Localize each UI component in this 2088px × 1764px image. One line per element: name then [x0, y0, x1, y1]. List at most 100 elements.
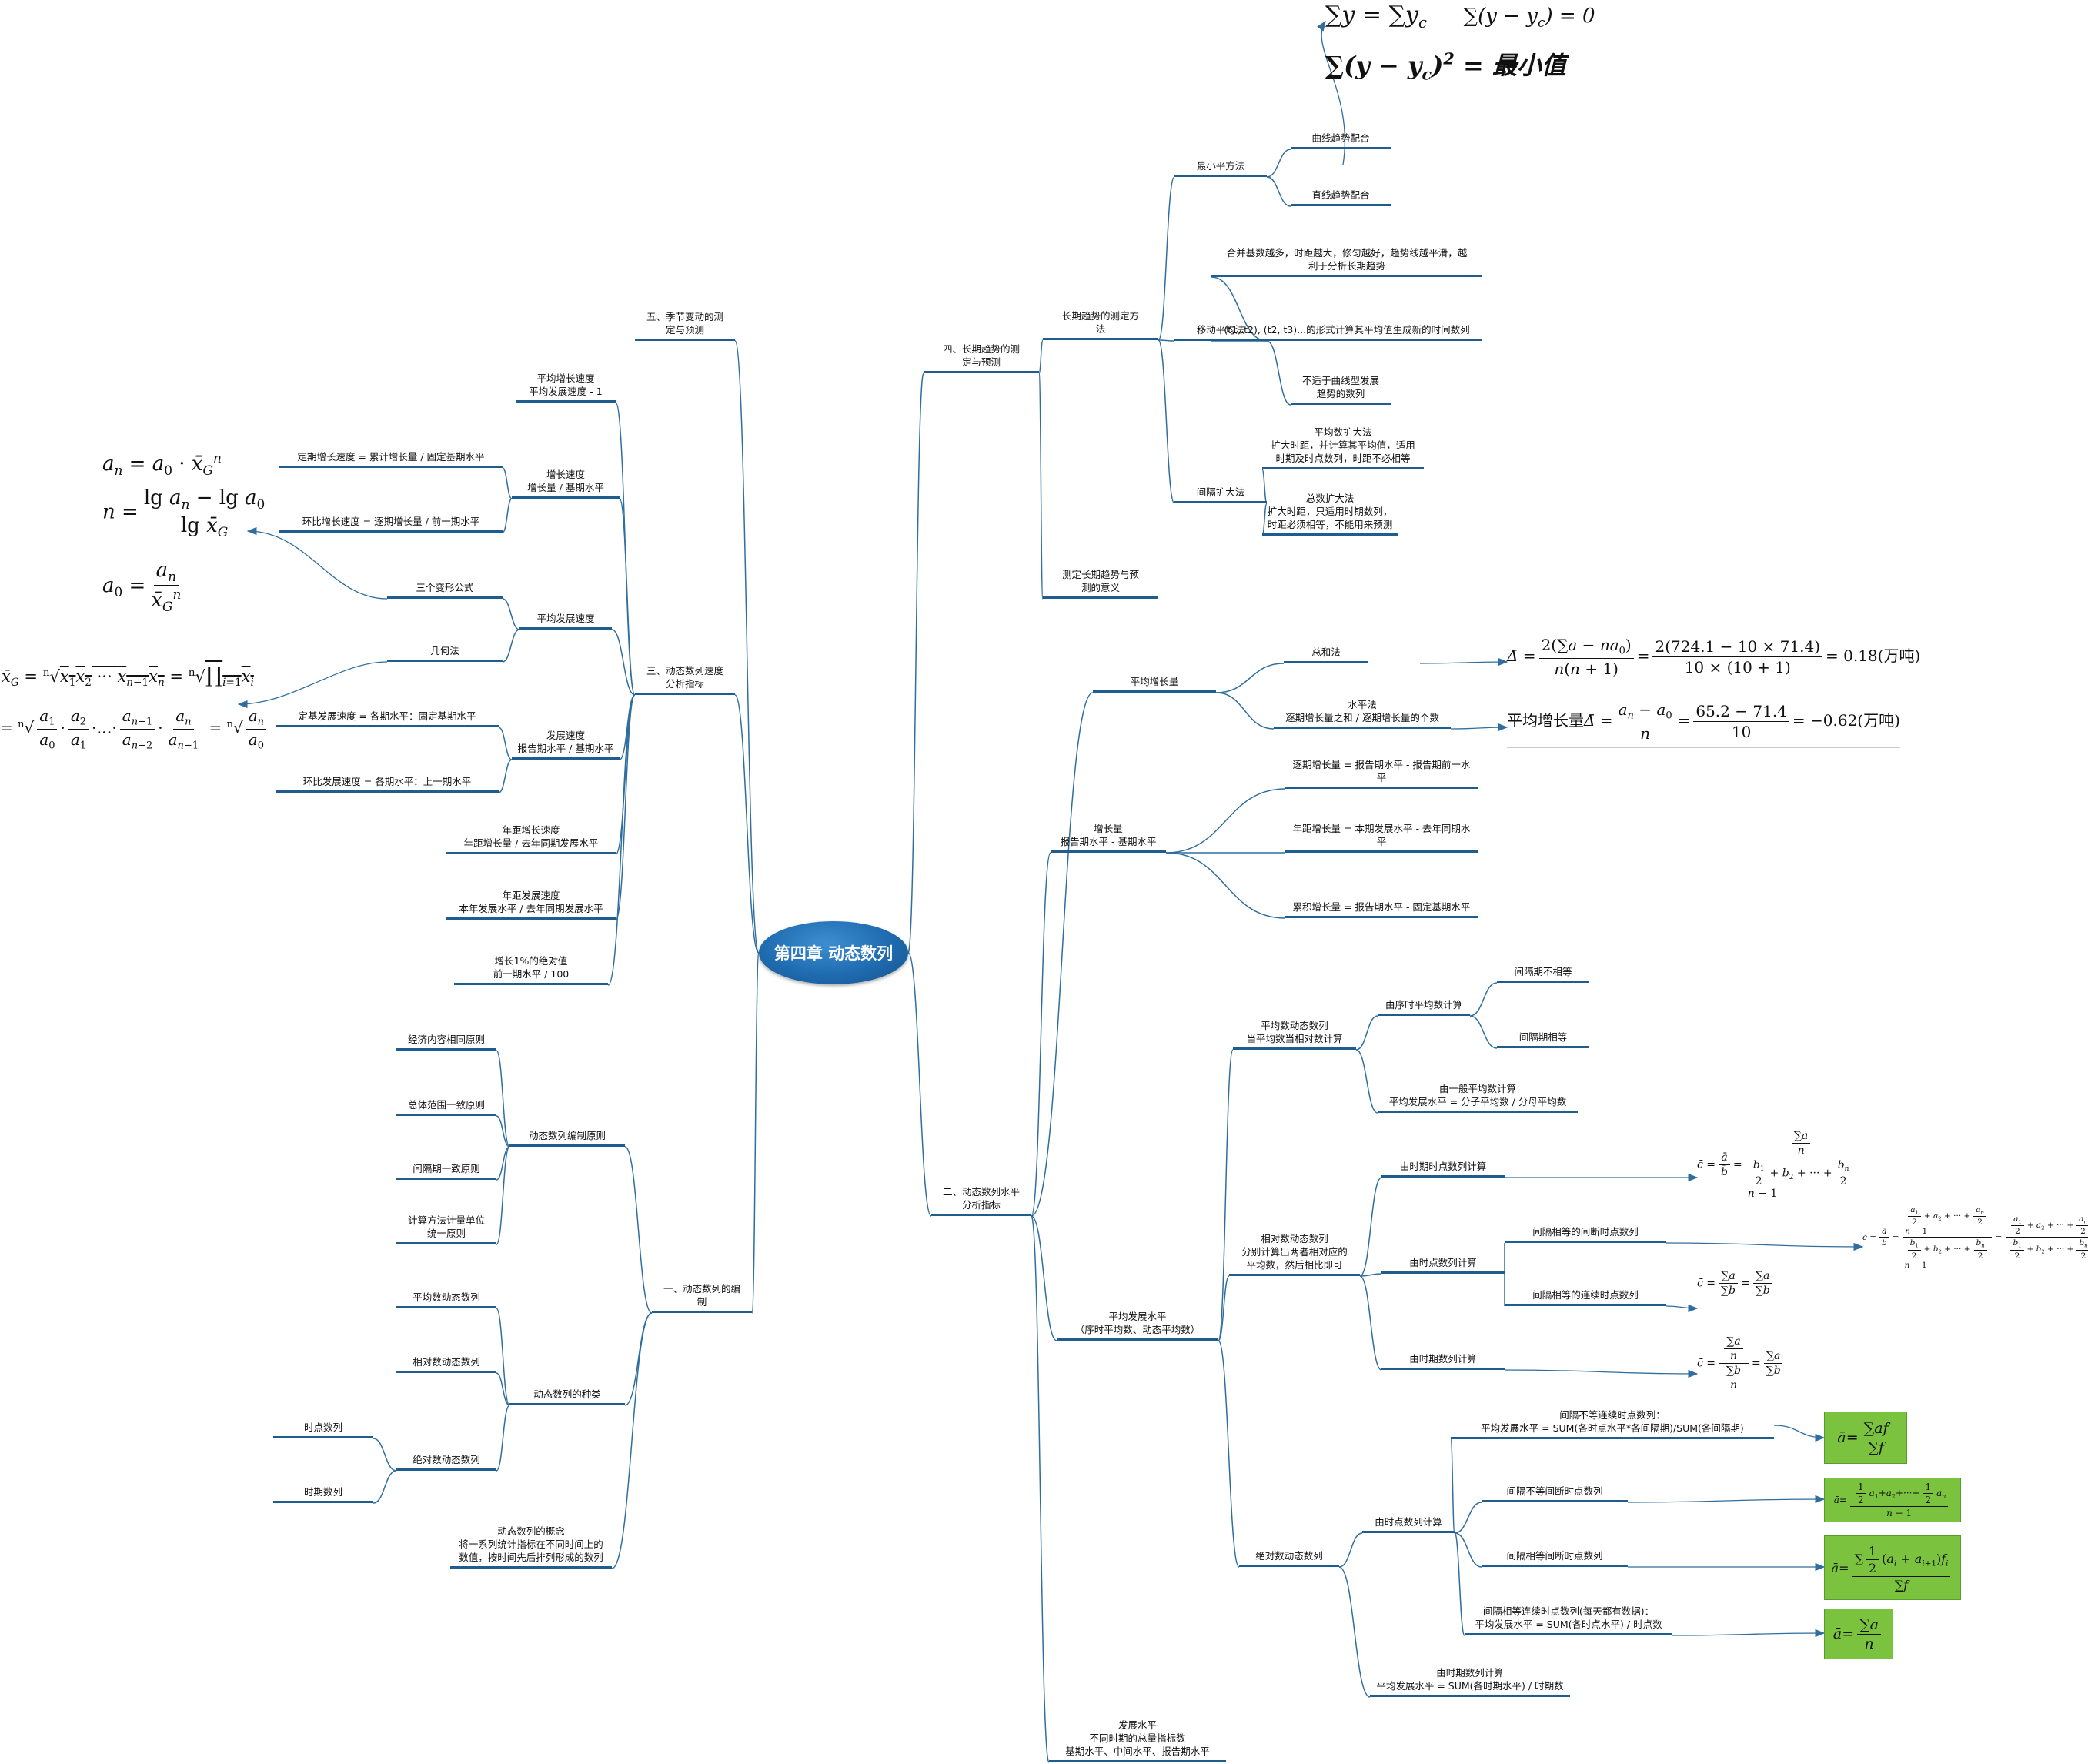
central-topic[interactable]: 第四章 动态数列 — [759, 921, 908, 984]
topic-r4a1a[interactable]: 曲线趋势配合 — [1291, 132, 1391, 149]
connector-r2c2-r2c2b — [1359, 1273, 1382, 1277]
formula-link-arrow-10 — [1672, 1629, 1826, 1638]
connector-l3d-l3d2 — [498, 759, 513, 793]
connector-l3c-l3c2 — [502, 629, 520, 663]
formula-box-unequal-continuous: ā =∑af∑f — [1824, 1412, 1907, 1464]
topic-l1b[interactable]: 动态数列的种类 — [509, 1388, 625, 1405]
connector-l1b-l1b1 — [496, 1308, 510, 1406]
topic-r4a2a[interactable]: 合并基数越多，时距越大，修匀越好，趋势线越平滑，越 利于分析长期趋势 — [1211, 246, 1482, 277]
topic-r2c3a[interactable]: 由时点数列计算 — [1362, 1515, 1455, 1533]
topic-r4a[interactable]: 长期趋势的测定方 法 — [1043, 309, 1158, 340]
topic-l1b3a[interactable]: 时点数列 — [273, 1421, 373, 1438]
topic-l3c1[interactable]: 三个变形公式 — [387, 581, 503, 599]
topic-l3[interactable]: 三、动态数列速度 分析指标 — [635, 664, 735, 695]
topic-r4[interactable]: 四、长期趋势的测 定与预测 — [924, 342, 1039, 373]
topic-l1a3[interactable]: 间隔期一致原则 — [396, 1162, 496, 1180]
topic-l1a2[interactable]: 总体范围一致原则 — [396, 1098, 496, 1116]
topic-r2c2b1[interactable]: 间隔相等的间断时点数列 — [1505, 1225, 1666, 1243]
topic-r2a1[interactable]: 总和法 — [1284, 646, 1368, 663]
topic-l1[interactable]: 一、动态数列的编 制 — [652, 1282, 752, 1313]
topic-r2c2b[interactable]: 由时点数列计算 — [1381, 1256, 1505, 1274]
topic-r2d[interactable]: 发展水平 不同时期的总量指标数 基期水平、中间水平、报告期水平 — [1049, 1719, 1226, 1762]
connector-l1b3-l1b3b — [372, 1470, 397, 1504]
connector-r2-r2b — [1031, 852, 1051, 1217]
topic-r2b3[interactable]: 累积增长量 = 报告期水平 - 固定基期水平 — [1285, 900, 1478, 918]
topic-l3b2[interactable]: 环比增长速度 = 逐期增长量 / 前一期水平 — [279, 515, 503, 533]
topic-l1c[interactable]: 动态数列的概念 将一系列统计指标在不同时间上的 数值，按时间先后排列形成的数列 — [450, 1525, 612, 1569]
connector-l1b-l1b3 — [496, 1405, 510, 1472]
connector-r2c3-r2c3a — [1338, 1532, 1363, 1568]
topic-l5[interactable]: 五、季节变动的测 定与预测 — [635, 310, 735, 341]
topic-r2c2b2[interactable]: 间隔相等的连续时点数列 — [1505, 1288, 1666, 1306]
topic-r2b[interactable]: 增长量 报告期水平 - 基期水平 — [1051, 822, 1166, 853]
topic-r2c3a3[interactable]: 间隔相等间断时点数列 — [1482, 1549, 1628, 1567]
connector-r2b-r2b3 — [1165, 852, 1286, 919]
topic-l1b3b[interactable]: 时期数列 — [273, 1485, 373, 1503]
topic-r4b[interactable]: 测定长期趋势与预 测的意义 — [1043, 568, 1158, 599]
topic-r2c3b[interactable]: 由时期数列计算 平均发展水平 = SUM(各时期水平) / 时期数 — [1370, 1666, 1570, 1697]
connector-r2c1a-r2c1a2 — [1469, 1015, 1498, 1049]
topic-r2b1[interactable]: 逐期增长量 = 报告期水平 - 报告期前一水平 — [1285, 758, 1478, 789]
topic-r2c1a[interactable]: 由序时平均数计算 — [1378, 998, 1470, 1016]
topic-l3d1[interactable]: 定基发展速度 = 各期水平：固定基期水平 — [276, 710, 499, 727]
topic-r4a3a[interactable]: 平均数扩大法 扩大时距，并计算其平均值，适用 时期及时点数列，时距不必相等 — [1262, 426, 1424, 469]
topic-r2c3[interactable]: 绝对数动态数列 — [1239, 1549, 1339, 1567]
topic-r2c1a2[interactable]: 间隔期相等 — [1497, 1031, 1589, 1048]
topic-l3a[interactable]: 平均增长速度 平均发展速度 - 1 — [516, 372, 616, 403]
topic-r2c3a1[interactable]: 间隔不等连续时点数列： 平均发展水平 = SUM(各时点水平*各间隔期)/SUM… — [1451, 1408, 1774, 1439]
formula-link-arrow-0 — [1317, 20, 1346, 165]
topic-l1a1[interactable]: 经济内容相同原则 — [396, 1033, 496, 1051]
topic-r2c2c[interactable]: 由时期数列计算 — [1381, 1352, 1505, 1370]
topic-l3d[interactable]: 发展速度 报告期水平 / 基期水平 — [512, 729, 620, 760]
topic-r2c2a[interactable]: 由时期时点数列计算 — [1381, 1160, 1505, 1178]
topic-r2[interactable]: 二、动态数列水平 分析指标 — [931, 1185, 1031, 1216]
topic-l1b1[interactable]: 平均数动态数列 — [396, 1291, 496, 1308]
topic-r2a2[interactable]: 水平法 逐期增长量之和 / 逐期增长量的个数 — [1274, 698, 1451, 729]
topic-r2c3a2[interactable]: 间隔不等间断时点数列 — [1482, 1485, 1628, 1502]
topic-l1b3[interactable]: 绝对数动态数列 — [396, 1453, 496, 1471]
topic-r2c1[interactable]: 平均数动态数列 当平均数当相对数计算 — [1233, 1019, 1356, 1050]
topic-r2c2[interactable]: 相对数动态数列 分别计算出两者相对应的 平均数，然后相比即可 — [1229, 1232, 1360, 1276]
connector-r2a-r2a2 — [1215, 692, 1275, 730]
least-squares-formula-2: ∑(y − yc)2 = 最小值 — [1325, 48, 1566, 84]
topic-r4a3b[interactable]: 总数扩大法 扩大时距，只适用时期数列， 时距必须相等，不能用来预测 — [1262, 492, 1398, 536]
connector-C-l5 — [734, 340, 760, 954]
connector-r2c2-r2c2c — [1359, 1275, 1382, 1371]
topic-l3b[interactable]: 增长速度 增长量 / 基期水平 — [512, 468, 620, 499]
topic-l1a4[interactable]: 计算方法计量单位 统一原则 — [396, 1214, 496, 1244]
formula-link-arrow-11 — [246, 526, 388, 600]
topic-l3c2[interactable]: 几何法 — [387, 644, 503, 662]
topic-r4a1b[interactable]: 直线趋势配合 — [1291, 189, 1391, 206]
connector-r4a2-r4a2a — [1211, 276, 1268, 342]
connector-l3-l3g — [607, 694, 636, 986]
connector-r2c3-r2c3b — [1338, 1566, 1371, 1698]
topic-l3b1[interactable]: 定期增长速度 = 累计增长量 / 固定基期水平 — [279, 450, 503, 468]
topic-r2b2[interactable]: 年距增长量 = 本期发展水平 - 去年同期水平 — [1285, 822, 1478, 853]
topic-l1b2[interactable]: 相对数动态数列 — [396, 1355, 496, 1373]
topic-l3g[interactable]: 增长1%的绝对值 前一期水平 / 100 — [454, 954, 608, 985]
topic-l3f[interactable]: 年距发展速度 本年发展水平 / 去年同期发展水平 — [446, 889, 616, 920]
connector-r2-r2c — [1031, 1215, 1057, 1341]
connector-l3-l3c — [611, 629, 636, 696]
topic-l3c[interactable]: 平均发展速度 — [519, 612, 612, 630]
topic-r2c1a1[interactable]: 间隔期不相等 — [1497, 965, 1589, 983]
topic-r4a2b[interactable]: (t1, t2), (t2, t3)...的形式计算其平均值生成新的时间数列 — [1211, 323, 1482, 341]
topic-l1a[interactable]: 动态数列编制原则 — [509, 1129, 625, 1147]
connector-l1a-l1a4 — [496, 1146, 510, 1245]
topic-r2c3a4[interactable]: 间隔相等连续时点数列(每天都有数据)： 平均发展水平 = SUM(各时点水平) … — [1465, 1605, 1672, 1635]
topic-l3d2[interactable]: 环比发展速度 = 各期水平：上一期水平 — [276, 775, 499, 793]
topic-r2c1b[interactable]: 由一般平均数计算 平均发展水平 = 分子平均数 / 分母平均数 — [1378, 1082, 1578, 1113]
connector-r2c3a-r2c3a1 — [1450, 1438, 1455, 1534]
variant-formula-an: an = a0 · x̄Gn — [102, 450, 222, 479]
topic-r4a3[interactable]: 间隔扩大法 — [1174, 486, 1267, 503]
topic-r4a1[interactable]: 最小平方法 — [1174, 159, 1267, 177]
avg-increase-sum-formula: Δ̄ =2(∑a − na0)n(n + 1)=2(724.1 − 10 × 7… — [1507, 636, 1921, 678]
topic-l3e[interactable]: 年距增长速度 年距增长量 / 去年同期发展水平 — [446, 824, 616, 854]
topic-r2a[interactable]: 平均增长量 — [1093, 675, 1216, 693]
topic-r4a2c[interactable]: 不适于曲线型发展 趋势的数列 — [1291, 374, 1391, 405]
topic-r2c[interactable]: 平均发展水平 （序时平均数、动态平均数） — [1057, 1310, 1218, 1341]
